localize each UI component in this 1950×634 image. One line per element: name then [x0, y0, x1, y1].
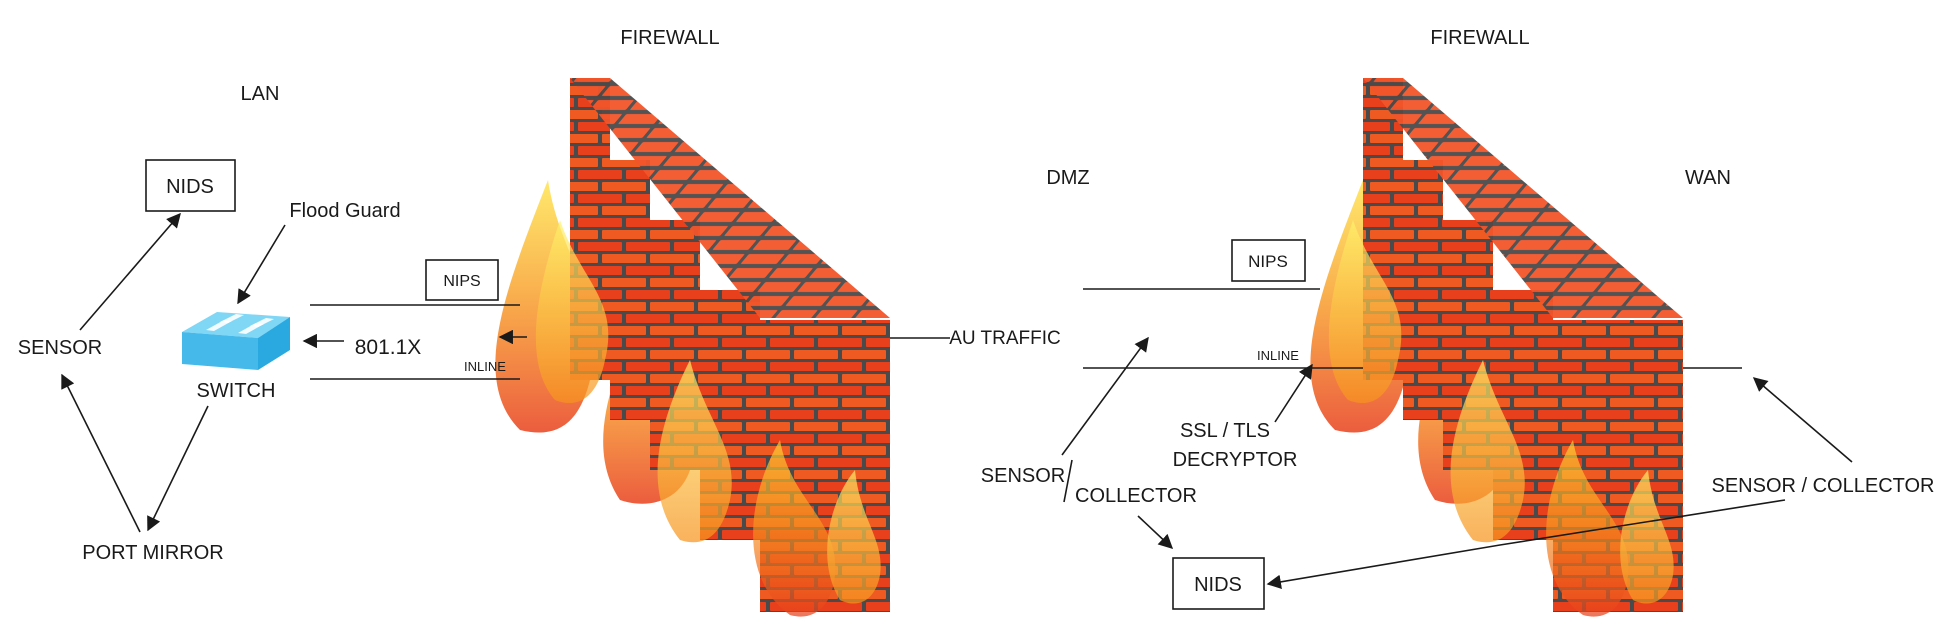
switch-icon	[182, 312, 290, 370]
inline-right-label: INLINE	[1257, 348, 1299, 363]
arrow-portmirror-to-sensor	[61, 373, 141, 533]
firewall-right-icon	[1310, 78, 1683, 617]
arrow-floodguard-to-switch	[237, 224, 286, 305]
arrow-ssl-to-inline	[1274, 363, 1313, 423]
arrow-wan-sensor-to-line	[1752, 377, 1853, 463]
decryptor-label: DECRYPTOR	[1173, 449, 1298, 471]
port-mirror-label: PORT MIRROR	[82, 542, 224, 564]
sensor-dmz-label: SENSOR	[981, 465, 1065, 487]
firewall-right-title: FIREWALL	[1430, 27, 1529, 49]
flood-guard-label: Flood Guard	[289, 200, 400, 222]
arrow-sensor-to-nids	[79, 212, 181, 331]
sensor-collector-wan-label: SENSOR / COLLECTOR	[1711, 475, 1934, 497]
switch-label: SWITCH	[197, 380, 276, 402]
firewall-left-title: FIREWALL	[620, 27, 719, 49]
sensor-left-label: SENSOR	[18, 337, 102, 359]
nips-left-box: NIPS	[425, 259, 499, 301]
sensor-collector-slash	[1063, 459, 1073, 503]
firewall-left-icon	[495, 78, 890, 617]
ssl-tls-label: SSL / TLS	[1180, 420, 1270, 442]
inline-left-label: INLINE	[464, 359, 506, 374]
nids-bottom-label: NIDS	[1194, 574, 1242, 596]
collector-dmz-label: COLLECTOR	[1075, 485, 1197, 507]
zone-dmz-label: DMZ	[1046, 167, 1089, 189]
zone-lan-label: LAN	[241, 83, 280, 105]
arrow-sensor-dmz-to-line	[1061, 336, 1149, 456]
nids-top-box: NIDS	[145, 159, 236, 212]
auth-8021x-label: 801.1X	[355, 336, 422, 359]
arrow-collector-to-nids	[1137, 515, 1174, 549]
au-traffic-label: AU TRAFFIC	[949, 328, 1061, 349]
arrow-switch-to-portmirror	[147, 405, 209, 532]
nips-right-label: NIPS	[1248, 252, 1288, 271]
zone-wan-label: WAN	[1685, 167, 1731, 189]
nips-left-label: NIPS	[443, 273, 480, 290]
arrow-wan-collector-to-nids	[1266, 499, 1786, 589]
nids-top-label: NIDS	[166, 176, 214, 198]
nips-right-box: NIPS	[1231, 239, 1306, 282]
nids-bottom-box: NIDS	[1172, 557, 1265, 610]
